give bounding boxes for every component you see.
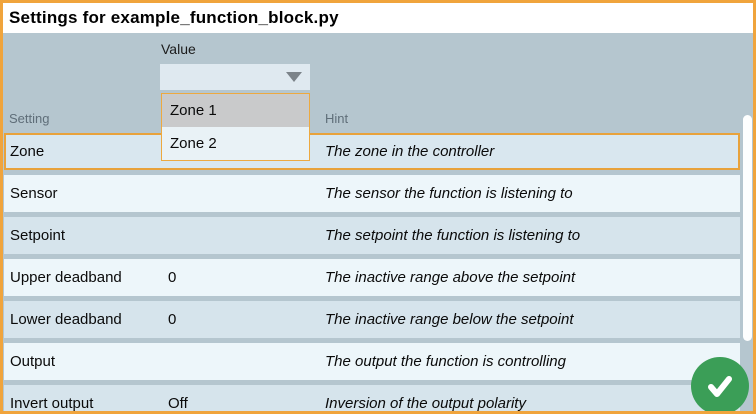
value-dropdown-list: Zone 1 Zone 2 — [161, 93, 310, 161]
column-header-setting: Setting — [9, 111, 50, 126]
table-row[interactable]: Output The output the function is contro… — [4, 343, 740, 380]
setting-cell: Output — [10, 353, 56, 370]
table-row[interactable]: Lower deadband 0 The inactive range belo… — [4, 301, 740, 338]
confirm-button[interactable] — [691, 357, 749, 411]
table-row[interactable]: Upper deadband 0 The inactive range abov… — [4, 259, 740, 296]
table-row[interactable]: Zone The zone in the controller — [4, 133, 740, 170]
setting-cell: Upper deadband — [10, 269, 122, 286]
value-combobox[interactable] — [160, 64, 310, 90]
setting-cell: Setpoint — [10, 227, 66, 244]
chevron-down-icon — [286, 72, 302, 82]
column-header-hint: Hint — [325, 111, 349, 126]
hint-cell: The inactive range above the setpoint — [325, 269, 576, 286]
hint-cell: The zone in the controller — [325, 143, 495, 160]
title-bar: Settings for example_function_block.py — [3, 3, 753, 33]
settings-table: Zone The zone in the controller Sensor T… — [4, 133, 740, 412]
dropdown-option-zone-1[interactable]: Zone 1 — [162, 94, 309, 127]
check-icon — [708, 376, 732, 397]
value-cell: Off — [168, 395, 188, 412]
hint-cell: The inactive range below the setpoint — [325, 311, 574, 328]
dialog-title: Settings for example_function_block.py — [9, 8, 339, 27]
value-cell: 0 — [168, 269, 177, 286]
setting-cell: Invert output — [10, 395, 94, 412]
hint-cell: The sensor the function is listening to — [325, 185, 573, 202]
dropdown-option-zone-2[interactable]: Zone 2 — [162, 127, 309, 160]
table-row[interactable]: Setpoint The setpoint the function is li… — [4, 217, 740, 254]
table-row[interactable]: Invert output Off Inversion of the outpu… — [4, 385, 740, 412]
setting-cell: Lower deadband — [10, 311, 122, 328]
hint-cell: The output the function is controlling — [325, 353, 566, 370]
setting-cell: Sensor — [10, 185, 58, 202]
vertical-scrollbar-thumb[interactable] — [743, 115, 752, 341]
setting-cell: Zone — [10, 143, 45, 160]
hint-cell: Inversion of the output polarity — [325, 395, 526, 412]
value-editor-label: Value — [161, 41, 196, 57]
hint-cell: The setpoint the function is listening t… — [325, 227, 581, 244]
value-cell: 0 — [168, 311, 177, 328]
table-row[interactable]: Sensor The sensor the function is listen… — [4, 175, 740, 212]
